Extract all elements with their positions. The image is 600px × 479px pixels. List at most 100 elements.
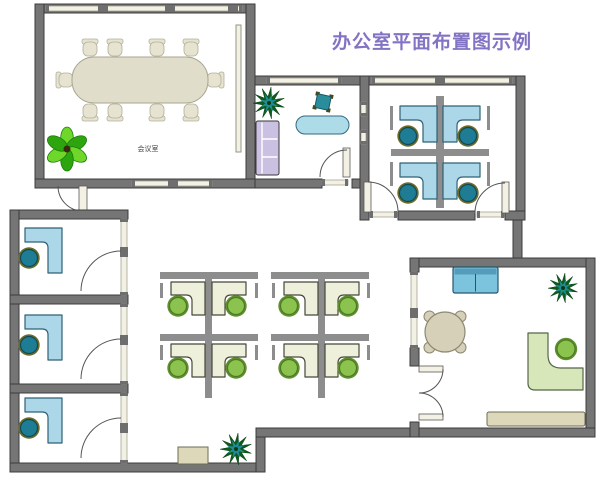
quad-office — [359, 75, 526, 221]
office-desk — [24, 397, 63, 444]
cubicle-desk — [283, 281, 319, 316]
window-top-tick — [267, 77, 270, 84]
task-chair — [338, 358, 358, 378]
coffee-table — [295, 115, 350, 135]
door-sill-tick — [370, 211, 373, 218]
task-chair — [226, 296, 246, 316]
glass-wall-tick — [120, 292, 128, 295]
window-top-tick — [509, 77, 512, 84]
task-chair — [279, 358, 299, 378]
glass-wall-tick — [120, 460, 128, 463]
double-door-bottom-swing — [418, 392, 444, 418]
wall-bottom-left — [254, 178, 323, 189]
window-left-tick — [410, 272, 418, 275]
conference-table — [71, 56, 209, 104]
stool-seat — [314, 93, 332, 111]
window-top-mullion — [98, 5, 108, 12]
plant-center — [267, 101, 271, 105]
wall-step-horizontal — [255, 427, 420, 438]
wall-left-top — [409, 257, 420, 273]
plant-center — [561, 286, 565, 290]
task-chair — [168, 296, 188, 316]
plant-pot — [63, 145, 71, 153]
cubicle-desk — [211, 281, 247, 316]
task-chair — [338, 296, 358, 316]
cubicle-tick — [160, 283, 163, 298]
window-top-mullion — [435, 77, 445, 84]
window-left-tick — [360, 113, 367, 116]
office-door-swing — [80, 250, 122, 292]
page-title: 办公室平面布置图示例 — [332, 31, 533, 53]
window-top-tick — [239, 5, 242, 12]
cubicle-tick — [487, 162, 490, 186]
conference-chair — [107, 103, 123, 119]
wall-right — [245, 3, 256, 189]
window-bottom-tick — [132, 180, 135, 187]
door-sill-tick — [477, 211, 480, 218]
cubicle-tick — [390, 106, 393, 130]
conference-chair — [183, 41, 199, 57]
cubicle-tick — [255, 345, 258, 360]
door-sill-tick — [501, 211, 504, 218]
task-chair — [556, 339, 576, 359]
office-chair — [398, 183, 418, 203]
window-top-tick — [338, 77, 341, 84]
double-door-top-swing — [418, 368, 444, 394]
conference-room: 会议室 — [34, 3, 256, 212]
wall-connector — [512, 219, 523, 259]
window-top-mullion — [165, 5, 175, 12]
credenza — [486, 411, 586, 427]
window-left-tick — [360, 130, 367, 133]
office-door-swing — [80, 417, 122, 459]
window-left-mullion — [410, 308, 418, 318]
window-top-mullion — [228, 5, 238, 12]
whiteboard — [235, 24, 242, 153]
window-bottom-mullion — [168, 180, 178, 187]
private-offices — [9, 209, 266, 473]
manager-office — [409, 219, 596, 438]
window-top — [266, 77, 342, 84]
cubicle-desk — [170, 343, 206, 378]
conference-chair — [82, 103, 98, 119]
sofa-cushions — [261, 122, 278, 174]
sofa — [255, 120, 280, 176]
window-bottom-tick — [209, 180, 212, 187]
cubicle-partition — [391, 149, 489, 156]
cubicle-desk — [283, 343, 319, 378]
wall-bottom — [409, 427, 596, 438]
glass-wall-tick — [120, 219, 128, 222]
conference-chair — [107, 41, 123, 57]
office-chair — [458, 126, 478, 146]
workstation-desk — [442, 105, 481, 143]
cubicle-desk — [170, 281, 206, 316]
lobby-door-swing — [319, 149, 348, 178]
wall-bottom-mid — [397, 210, 476, 221]
office-door-swing — [80, 338, 122, 380]
wall-top — [409, 257, 596, 268]
office-door-swing — [474, 182, 506, 214]
lobby — [252, 75, 369, 189]
glass-wall-mullion — [120, 423, 128, 433]
door-sill-tick — [322, 179, 325, 186]
window-top-tick — [46, 5, 49, 12]
task-chair — [168, 358, 188, 378]
office-chair — [19, 248, 39, 268]
wall-left-bottom — [409, 421, 420, 438]
conference-chair — [58, 72, 74, 88]
workstation-desk — [399, 105, 438, 143]
office-chair — [19, 418, 39, 438]
cubicle-tick — [272, 345, 275, 360]
wall-divider — [9, 294, 129, 305]
glass-wall-mullion — [120, 335, 128, 345]
entrance-door-leaf — [78, 185, 88, 212]
window-left-tick — [360, 102, 367, 105]
double-door-top-leaf — [418, 365, 444, 373]
wall-bottom — [9, 462, 266, 473]
cubicle-tick — [160, 345, 163, 360]
window-top — [45, 5, 243, 12]
wall-divider — [9, 383, 129, 394]
room-label-conference: 会议室 — [138, 144, 159, 153]
conference-chair — [149, 41, 165, 57]
